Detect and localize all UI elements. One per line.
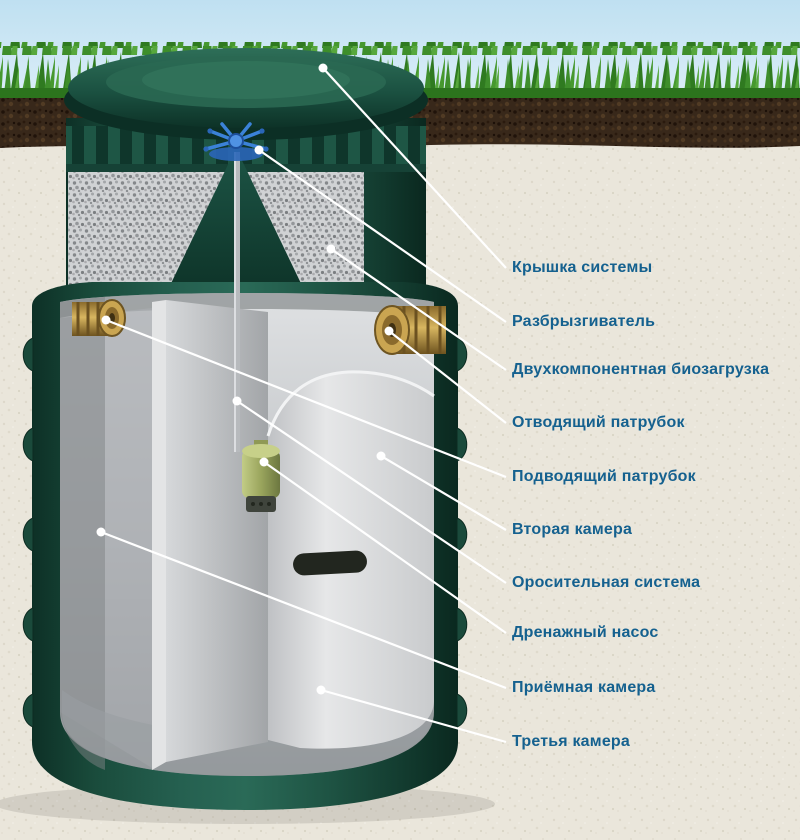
leader-sprinkler bbox=[254, 145, 507, 323]
riser-pipe bbox=[234, 152, 240, 452]
leader-receiving-chamber bbox=[96, 527, 507, 690]
leader-inlet-pipe bbox=[101, 315, 507, 479]
tank-lid bbox=[64, 48, 428, 140]
leader-bio-media bbox=[326, 244, 507, 371]
tank-neck bbox=[66, 118, 426, 302]
drain-pump bbox=[242, 440, 280, 512]
sprinkler bbox=[203, 122, 269, 161]
leader-third-chamber bbox=[316, 685, 507, 744]
leader-lines bbox=[96, 63, 507, 744]
leader-drain-pump bbox=[259, 457, 507, 634]
leader-irrigation bbox=[232, 396, 507, 584]
leader-outlet-pipe bbox=[384, 326, 507, 424]
outlet-fitting bbox=[374, 305, 446, 355]
inlet-fitting bbox=[72, 299, 126, 337]
tank-ribs bbox=[22, 337, 468, 728]
leader-cover bbox=[318, 63, 507, 269]
tank-interior bbox=[60, 293, 435, 776]
partition-panel bbox=[152, 300, 268, 770]
overflow-slot bbox=[293, 550, 367, 576]
leader-second-chamber bbox=[376, 451, 507, 531]
